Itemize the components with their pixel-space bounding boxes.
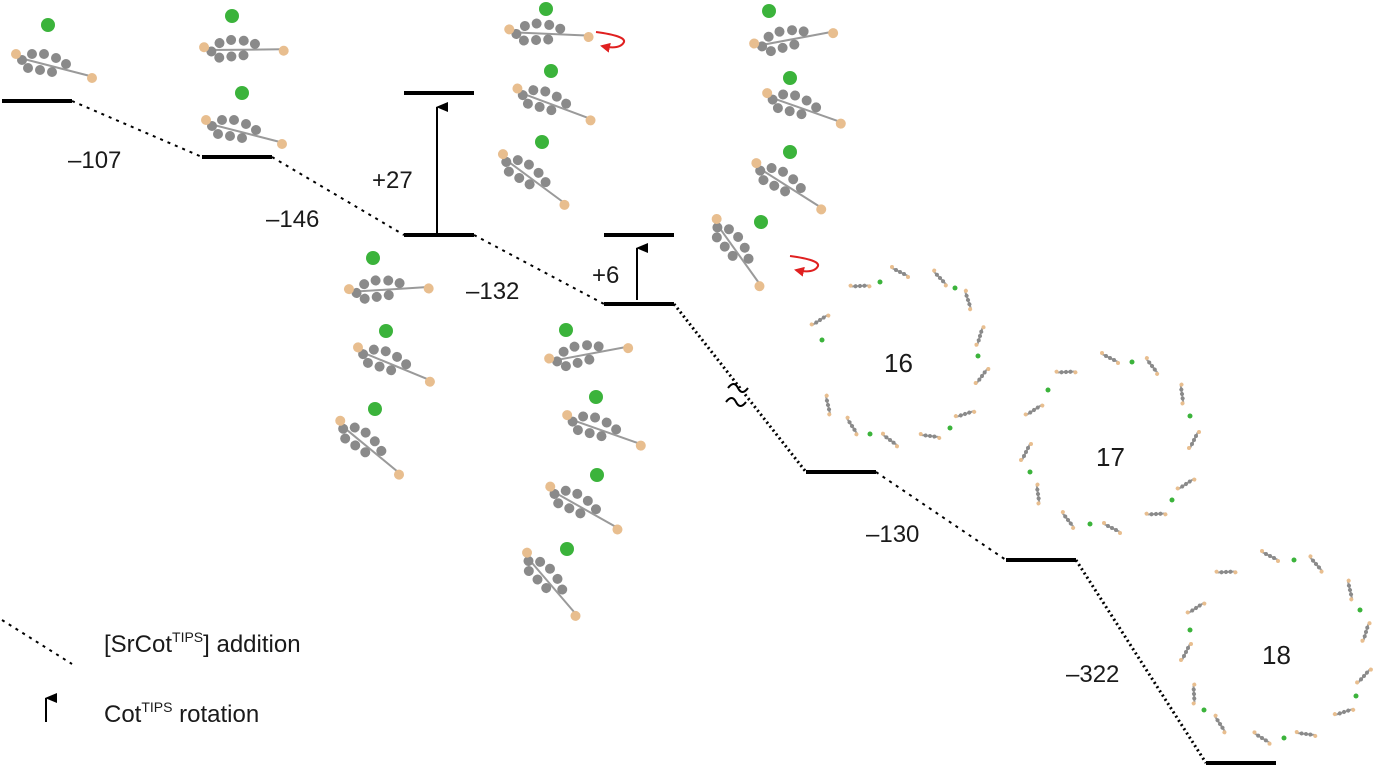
energy-label-3: +27: [372, 167, 413, 194]
connector-5-6: [875, 471, 1007, 561]
rotation-arrow-icon: [595, 31, 626, 53]
connector-6-7: [1074, 559, 1208, 764]
ring-structure: [807, 264, 992, 450]
legend-dash-icon: [1, 619, 73, 665]
connector-2-3: [271, 156, 405, 236]
connector-3-4: [473, 234, 605, 305]
ring-structure: [1178, 548, 1376, 747]
energy-label-6: –130: [866, 521, 919, 548]
legend-addition-label: [SrCotTIPS] addition: [104, 629, 301, 658]
ring-structure: [1018, 350, 1202, 536]
legend: [SrCotTIPS] addition CotTIPS rotation: [1, 619, 301, 728]
molecule-fragment: [10, 18, 98, 84]
ring-label-18: 18: [1262, 640, 1291, 670]
ring-structure-18: 18: [1178, 548, 1376, 747]
molecule-fragment: [486, 2, 600, 213]
energy-label-4: –132: [466, 278, 519, 305]
energy-label-5: +6: [592, 262, 619, 289]
energy-label-1: –107: [68, 147, 121, 174]
energy-label-7: –322: [1066, 661, 1119, 688]
ring-structure-17: 17: [1018, 350, 1202, 536]
ring-structure-16: 16: [807, 264, 992, 450]
legend-rotation-label: CotTIPS rotation: [104, 699, 259, 728]
ring-label-17: 17: [1096, 442, 1125, 472]
rotation-arrow-icon: [789, 255, 820, 277]
axis-break-icon: [725, 383, 749, 407]
molecule-fragment: [693, 3, 850, 295]
ring-label-16: 16: [884, 348, 913, 378]
molecule-fragment: [322, 251, 440, 483]
energy-label-2: –146: [266, 206, 319, 233]
molecule-fragment: [505, 318, 650, 624]
molecule-fragment: [196, 9, 291, 150]
